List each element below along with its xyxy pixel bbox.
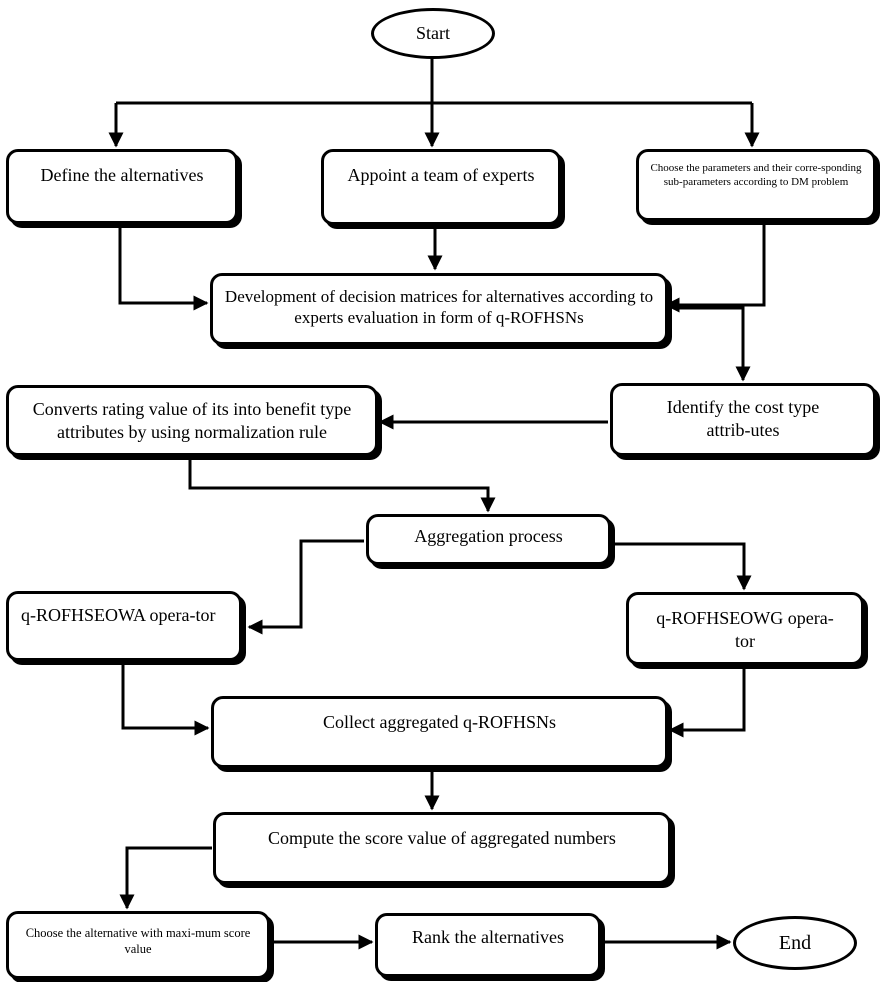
choose-max-label: Choose the alternative with maxi-mum sco… — [25, 926, 251, 956]
define-alternatives-label: Define the alternatives — [40, 165, 204, 185]
choose-parameters-node: Choose the parameters and their corre-sp… — [636, 149, 876, 221]
end-label: End — [778, 931, 812, 954]
appoint-experts-node: Appoint a team of experts — [321, 149, 561, 225]
converts-rating-node: Converts rating value of its into benefi… — [6, 385, 378, 456]
edge-define-to-development — [118, 226, 209, 311]
compute-score-label: Compute the score value of aggregated nu… — [268, 828, 616, 848]
edge-development-to-identify-cost — [673, 306, 751, 382]
appoint-experts-label: Appoint a team of experts — [347, 165, 535, 185]
edge-parameters-to-development — [664, 224, 766, 313]
rank-alternatives-label: Rank the alternatives — [412, 927, 564, 947]
seowg-operator-label: q-ROFHSEOWG opera-tor — [656, 608, 834, 651]
start-node: Start — [371, 8, 495, 59]
development-matrices-node: Development of decision matrices for alt… — [210, 273, 668, 345]
aggregation-process-node: Aggregation process — [366, 514, 611, 565]
edge-aggregation-to-seowg — [610, 542, 752, 591]
compute-score-node: Compute the score value of aggregated nu… — [213, 812, 671, 884]
identify-cost-node: Identify the cost type attrib-utes — [610, 383, 876, 456]
seowa-operator-node: q-ROFHSEOWA opera-tor — [6, 591, 242, 661]
choose-max-node: Choose the alternative with maxi-mum sco… — [6, 911, 270, 979]
seowa-operator-label: q-ROFHSEOWA opera-tor — [21, 605, 216, 625]
edge-aggregation-to-seowa — [247, 539, 364, 635]
collect-aggregated-label: Collect aggregated q-ROFHSNs — [323, 712, 556, 732]
choose-parameters-label: Choose the parameters and their corre-sp… — [650, 162, 862, 188]
aggregation-process-label: Aggregation process — [414, 526, 563, 546]
define-alternatives-node: Define the alternatives — [6, 149, 238, 224]
end-node: End — [733, 916, 857, 970]
edge-compute-to-choose-max — [119, 846, 212, 910]
start-label: Start — [416, 23, 450, 44]
rank-alternatives-node: Rank the alternatives — [375, 913, 601, 977]
edge-seowg-to-collect — [668, 666, 746, 738]
identify-cost-label: Identify the cost type attrib-utes — [666, 397, 820, 440]
seowg-operator-node: q-ROFHSEOWG opera-tor — [626, 592, 864, 665]
development-matrices-label: Development of decision matrices for alt… — [224, 287, 654, 328]
edge-seowa-to-collect — [121, 663, 210, 736]
converts-rating-label: Converts rating value of its into benefi… — [32, 399, 352, 442]
edge-converts-to-aggregation — [188, 458, 496, 513]
collect-aggregated-node: Collect aggregated q-ROFHSNs — [211, 696, 668, 768]
